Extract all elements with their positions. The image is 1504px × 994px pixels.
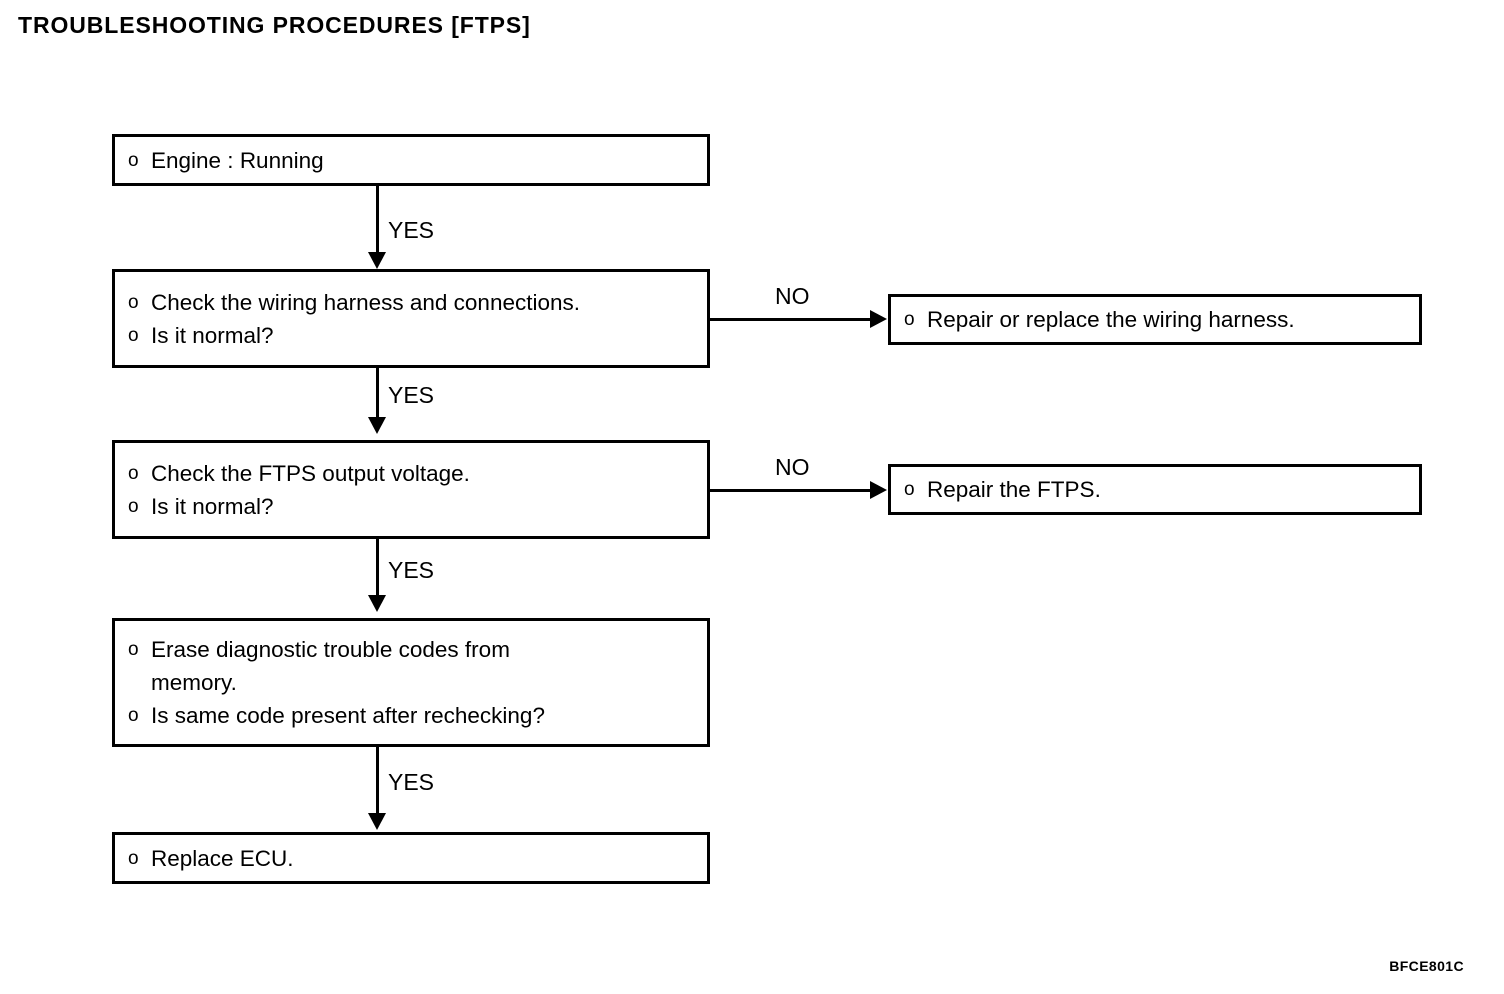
box-line: o Is it normal?: [115, 319, 707, 352]
bullet-icon: o: [128, 495, 139, 517]
box-text: Is it normal?: [151, 493, 274, 519]
flow-box-check-ftps-voltage: o Check the FTPS output voltage. o Is it…: [112, 440, 710, 539]
bullet-icon: o: [128, 847, 139, 869]
bullet-icon: o: [128, 324, 139, 346]
connector-yes-3: [376, 539, 379, 597]
box-line: o Check the FTPS output voltage.: [115, 457, 707, 490]
box-text: Engine : Running: [151, 147, 324, 173]
box-line: o Is it normal?: [115, 490, 707, 523]
arrowhead-down-4: [368, 813, 386, 830]
box-line: o Erase diagnostic trouble codes from: [115, 633, 707, 666]
connector-yes-4: [376, 747, 379, 815]
flow-box-check-harness: o Check the wiring harness and connectio…: [112, 269, 710, 368]
box-text: Is same code present after rechecking?: [151, 703, 545, 728]
flow-box-repair-ftps: o Repair the FTPS.: [888, 464, 1422, 515]
edge-label-yes-4: YES: [388, 769, 435, 795]
box-text: Check the wiring harness and connections…: [151, 289, 580, 315]
box-text: Repair or replace the wiring harness.: [927, 307, 1295, 332]
edge-label-no-1: NO: [775, 283, 810, 309]
arrowhead-down-1: [368, 252, 386, 269]
bullet-icon: o: [904, 309, 915, 330]
arrowhead-right-1: [870, 310, 887, 328]
edge-label-yes-2: YES: [388, 382, 435, 408]
box-text: Repair the FTPS.: [927, 477, 1101, 502]
bullet-icon: o: [904, 479, 915, 500]
box-line: o Engine : Running: [115, 144, 707, 177]
bullet-icon: o: [128, 291, 139, 313]
box-text: Erase diagnostic trouble codes from: [151, 637, 510, 662]
bullet-icon: o: [128, 639, 139, 660]
bullet-icon: o: [128, 149, 139, 171]
bullet-icon: o: [128, 705, 139, 726]
arrowhead-down-3: [368, 595, 386, 612]
flow-box-repair-harness: o Repair or replace the wiring harness.: [888, 294, 1422, 345]
arrowhead-right-2: [870, 481, 887, 499]
box-line: o Check the wiring harness and connectio…: [115, 286, 707, 319]
edge-label-yes-3: YES: [388, 557, 435, 583]
box-text: Is it normal?: [151, 322, 274, 348]
flow-box-replace-ecu: o Replace ECU.: [112, 832, 710, 884]
bullet-icon: o: [128, 462, 139, 484]
edge-label-no-2: NO: [775, 454, 810, 480]
box-line: o Replace ECU.: [115, 842, 707, 875]
flow-box-erase-codes: o Erase diagnostic trouble codes from me…: [112, 618, 710, 747]
arrowhead-down-2: [368, 417, 386, 434]
connector-no-2: [710, 489, 872, 492]
box-text: Replace ECU.: [151, 845, 294, 871]
connector-no-1: [710, 318, 872, 321]
page-title: TROUBLESHOOTING PROCEDURES [FTPS]: [18, 12, 531, 38]
box-text: Check the FTPS output voltage.: [151, 460, 470, 486]
box-line: o Repair or replace the wiring harness.: [891, 303, 1419, 336]
box-text-continuation: memory.: [151, 670, 237, 695]
connector-yes-2: [376, 368, 379, 419]
box-line: o Repair the FTPS.: [891, 473, 1419, 506]
box-line: o Is same code present after rechecking?: [115, 699, 707, 732]
flow-box-engine-running: o Engine : Running: [112, 134, 710, 186]
connector-yes-1: [376, 186, 379, 254]
figure-code: BFCE801C: [1389, 958, 1464, 974]
edge-label-yes-1: YES: [388, 217, 435, 243]
